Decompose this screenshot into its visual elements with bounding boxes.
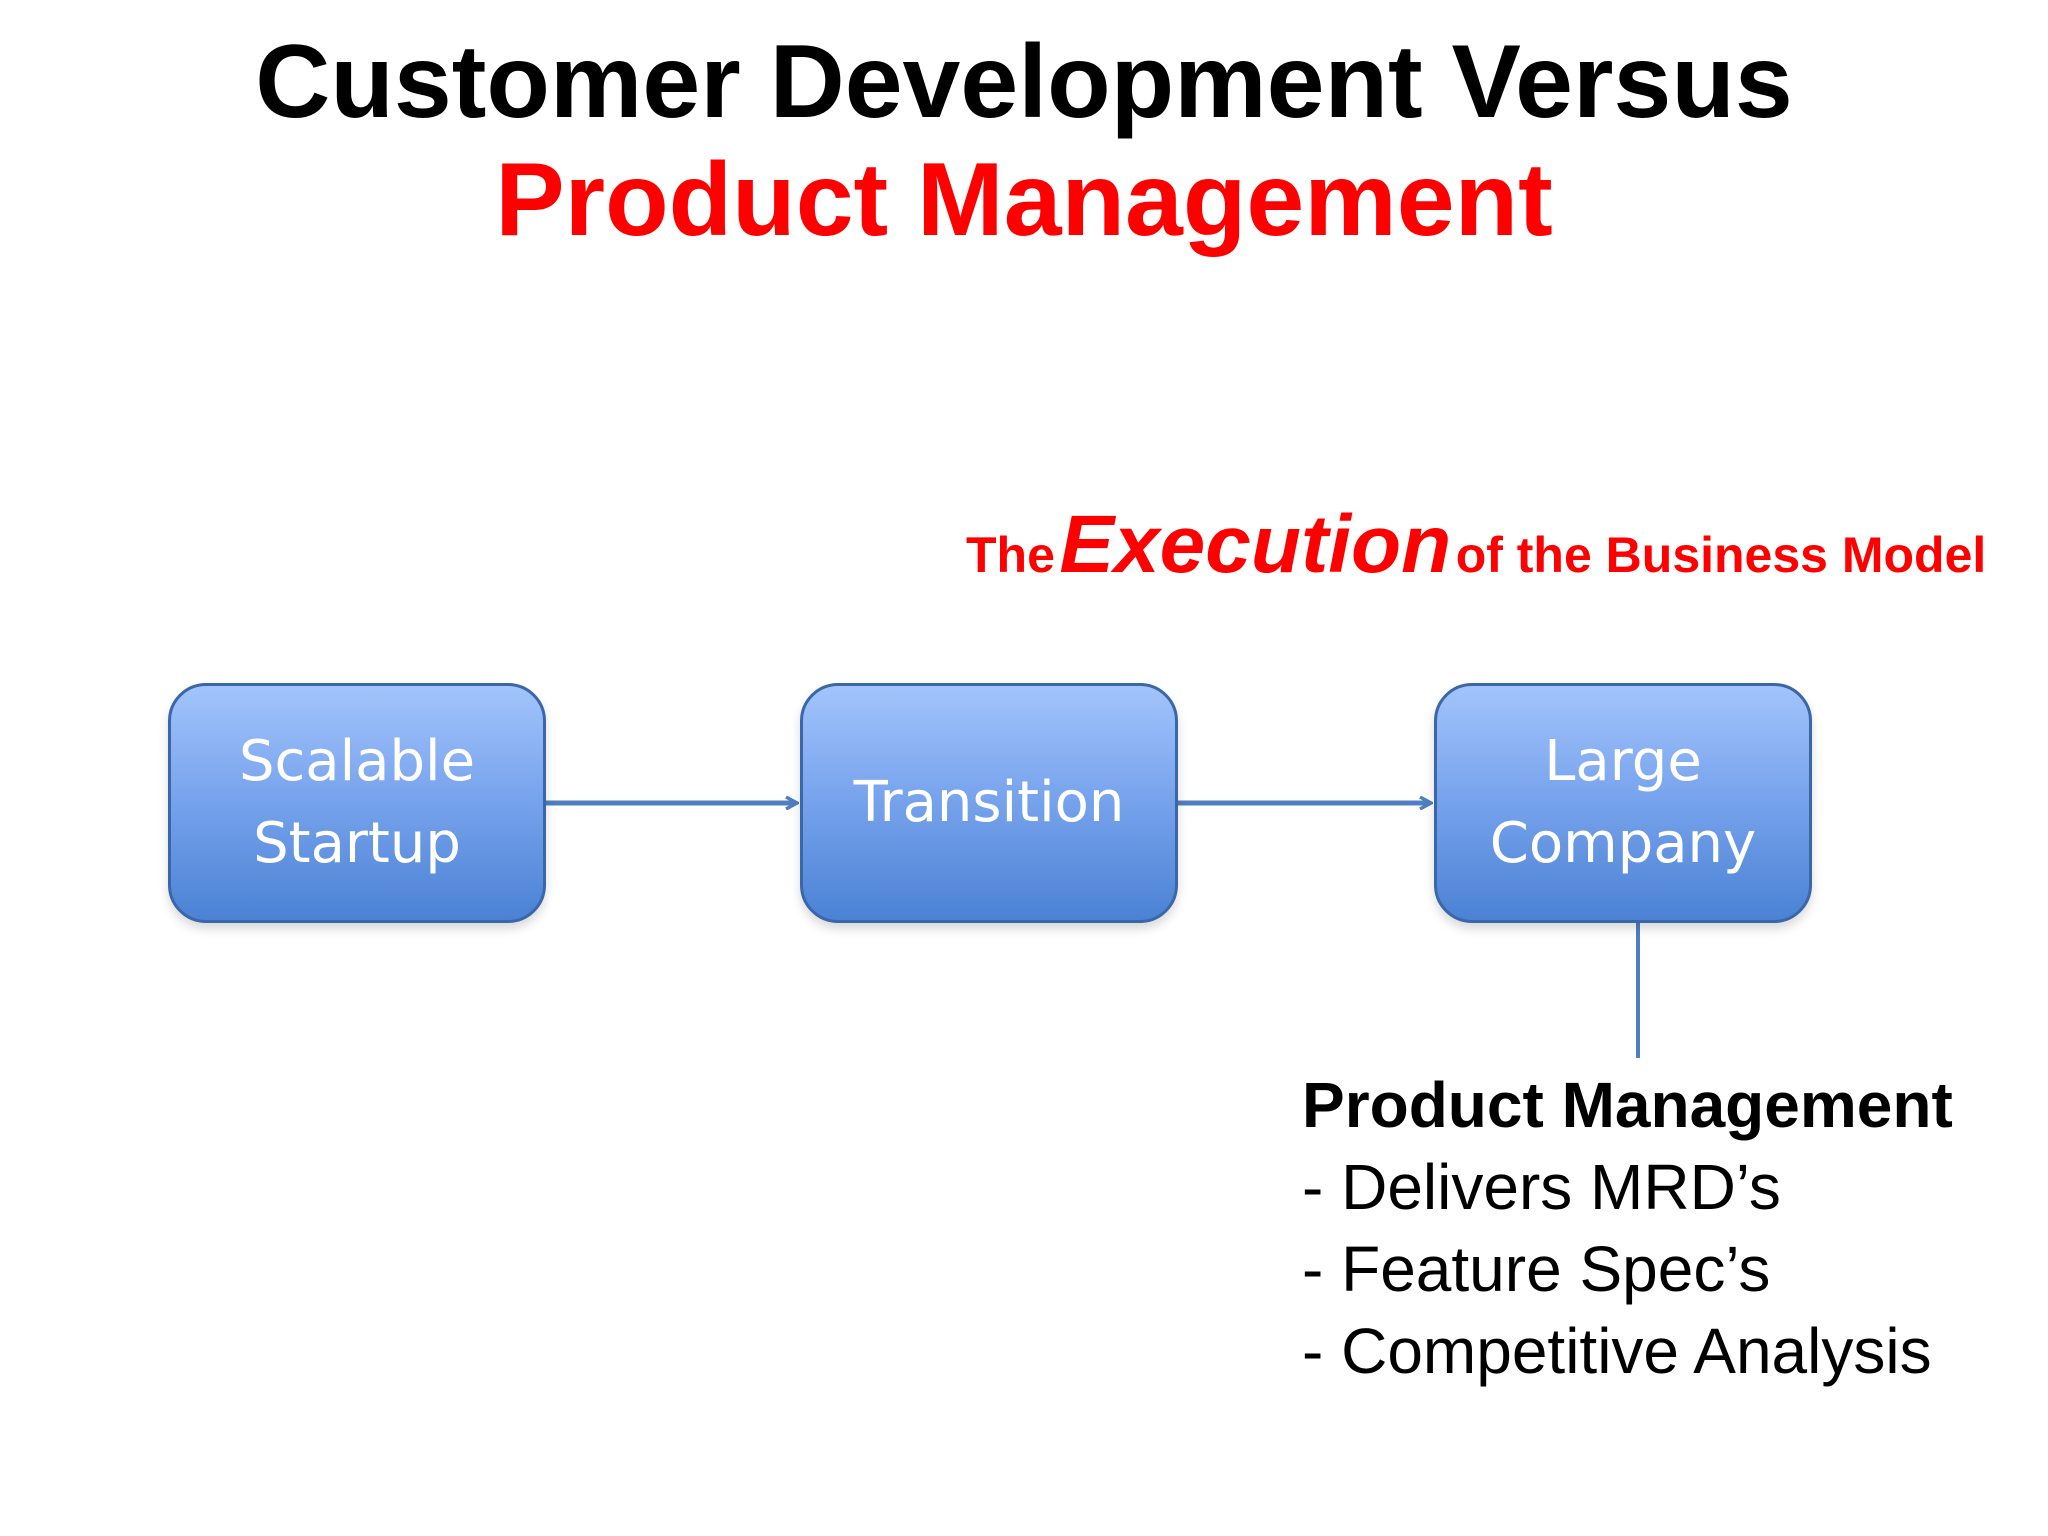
box-label-line: Large (1544, 729, 1702, 794)
tagline-prefix: The (966, 527, 1055, 583)
product-management-list: Product Management - Delivers MRD’s - Fe… (1302, 1064, 1953, 1392)
tagline-suffix: of the Business Model (1455, 527, 1987, 583)
tagline-emphasis: Execution (1059, 499, 1452, 590)
list-item: - Competitive Analysis (1302, 1315, 1932, 1387)
box-label-line: Transition (853, 770, 1125, 835)
box-label-line: Scalable (238, 729, 476, 794)
slide-title-line-2: Product Management (495, 142, 1553, 258)
large-company-box: Large Company (1434, 683, 1812, 923)
transition-box: Transition (800, 683, 1178, 923)
box-label-line: Startup (253, 811, 461, 876)
list-item: - Delivers MRD’s (1302, 1151, 1781, 1223)
scalable-startup-box: Scalable Startup (168, 683, 546, 923)
list-item: - Feature Spec’s (1302, 1233, 1771, 1305)
box-label-line: Company (1489, 811, 1757, 876)
execution-tagline: The Execution of the Business Model (966, 498, 1987, 590)
product-management-heading: Product Management (1302, 1069, 1953, 1141)
slide-title-line-1: Customer Development Versus (255, 24, 1793, 140)
